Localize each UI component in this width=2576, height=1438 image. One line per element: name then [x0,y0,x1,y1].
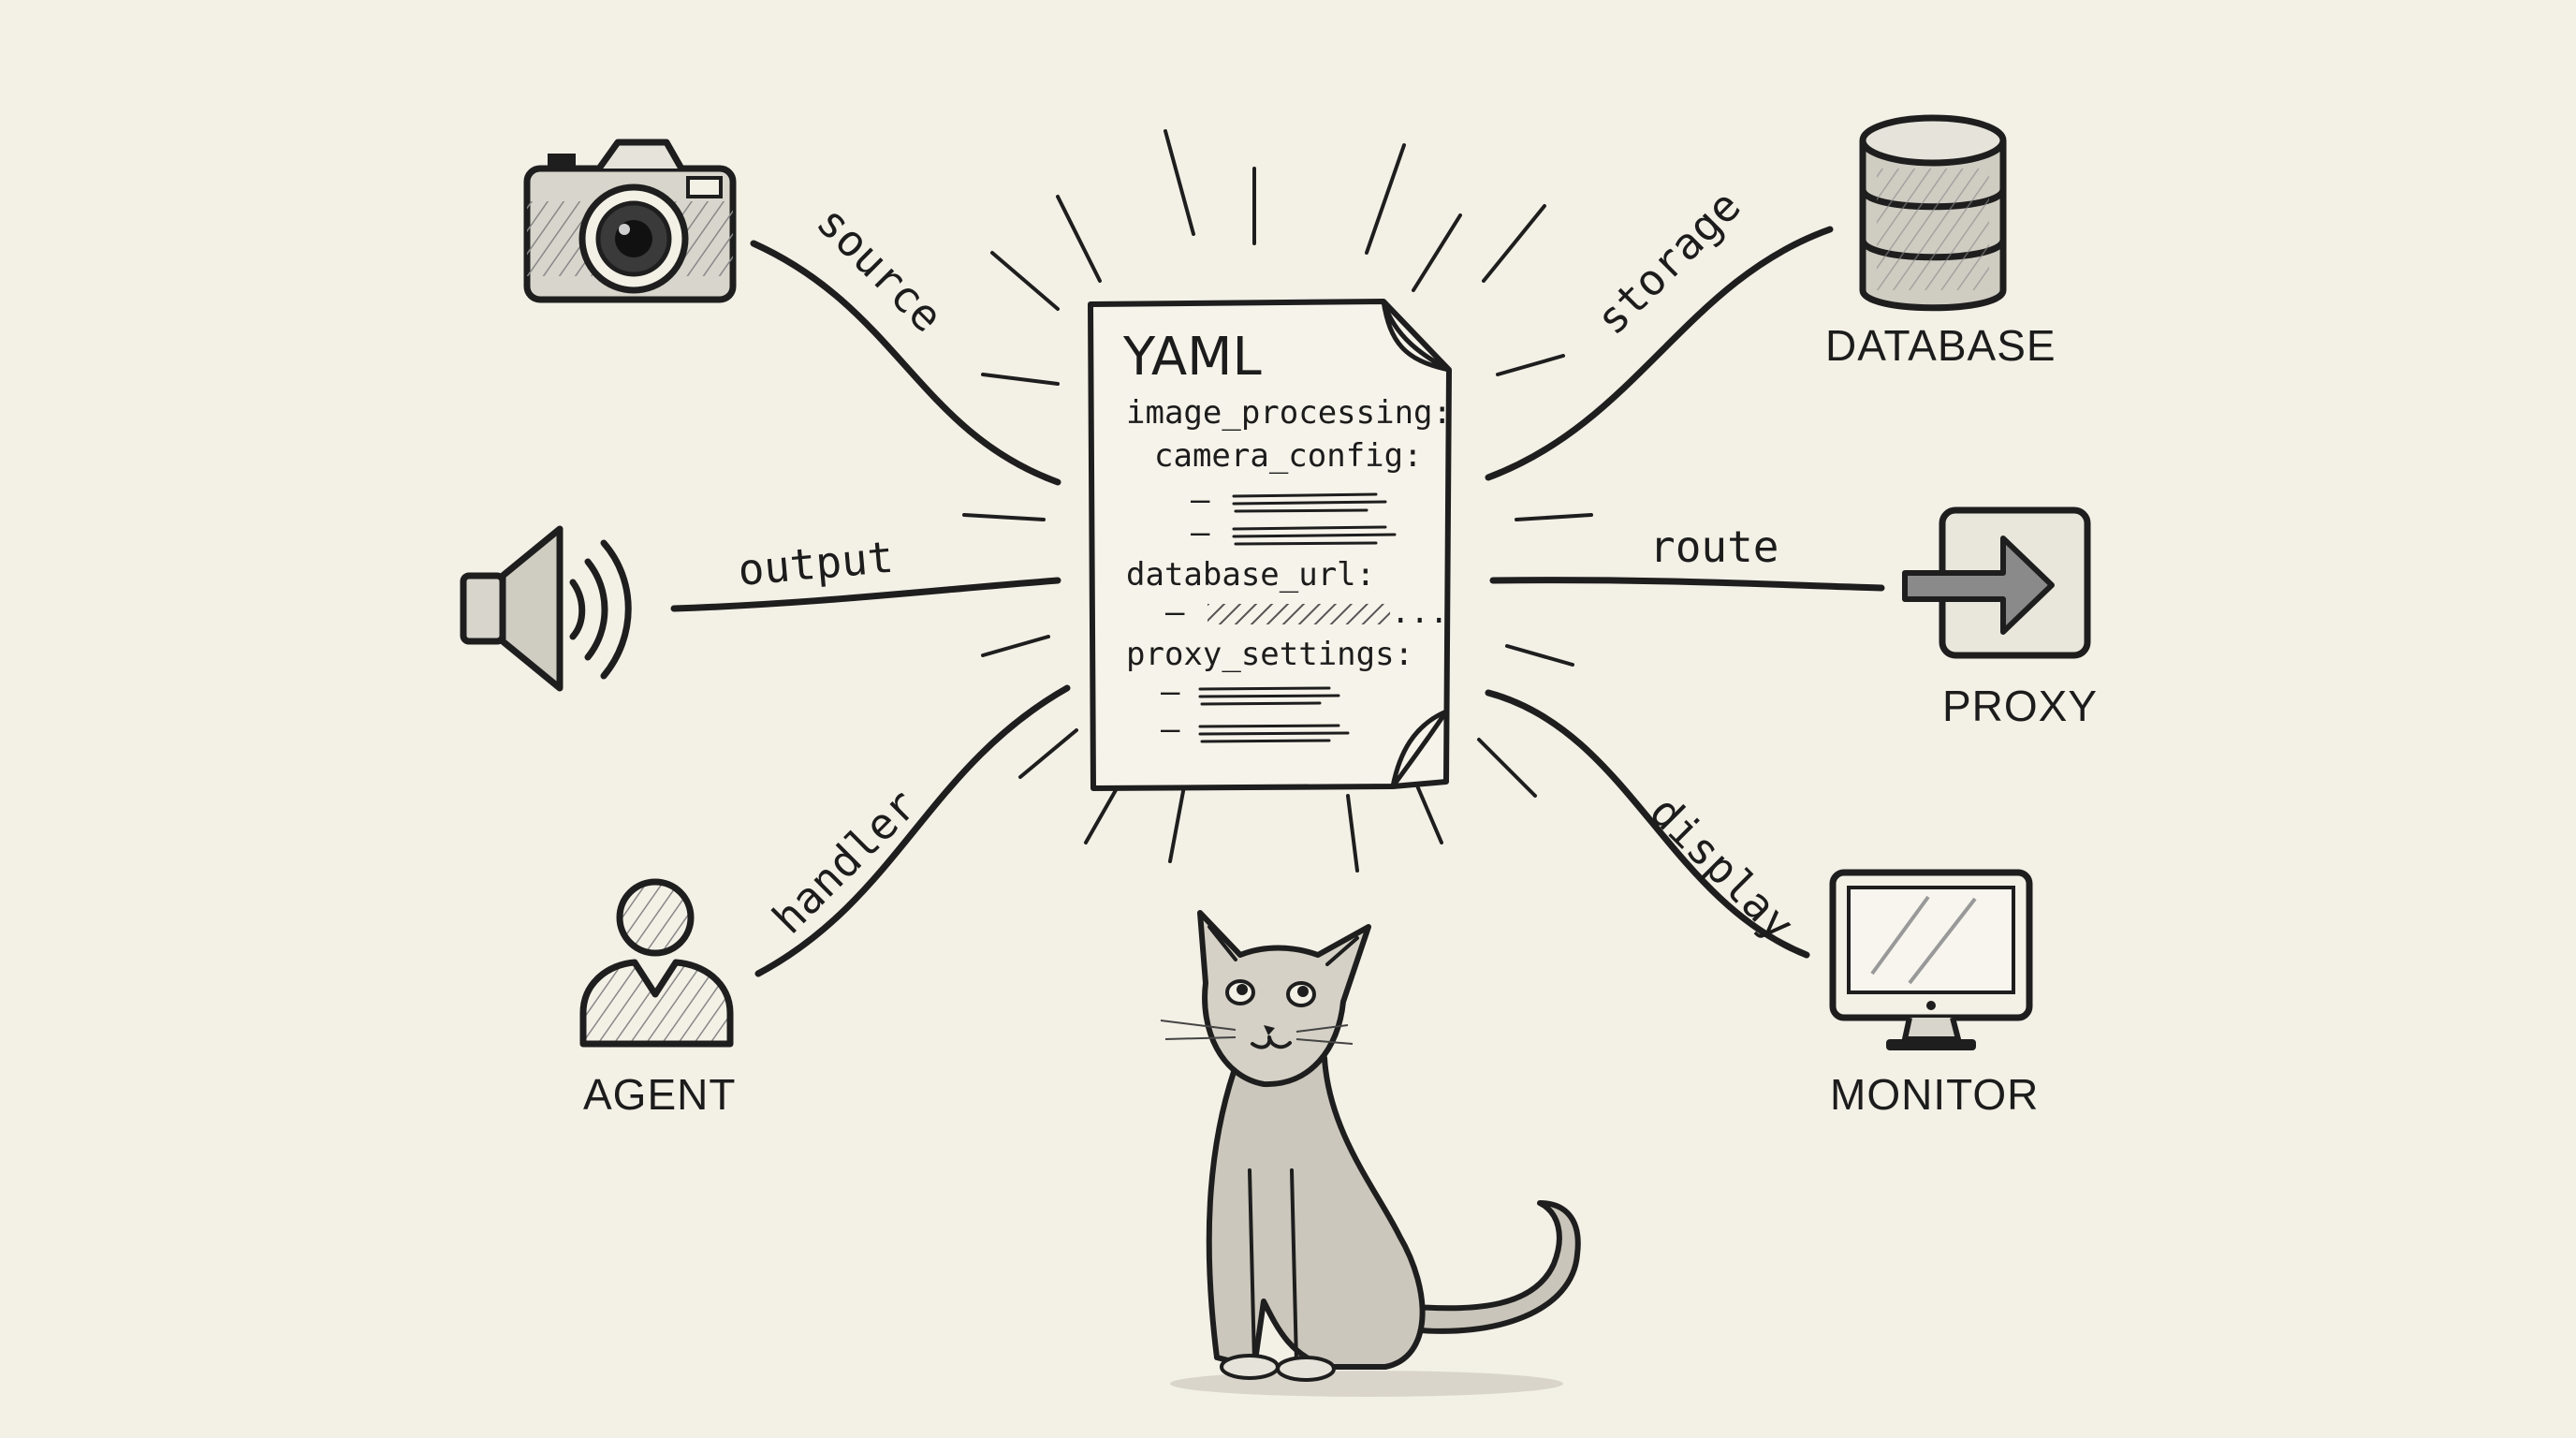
cat-icon [1160,910,1581,1397]
label-display: display [1640,786,1804,950]
camera-icon [523,139,737,303]
yaml-line-dash: – [1191,481,1210,519]
label-source: source [807,197,953,343]
database-label: DATABASE [1825,321,2056,370]
yaml-line-dash: – [1161,673,1180,711]
arrow-box-icon [1902,506,2091,659]
page-fold-bottom [1390,709,1449,789]
person-icon [579,878,734,1048]
monitor-label: MONITOR [1830,1070,2039,1119]
label-storage: storage [1587,181,1750,345]
connector-route [1489,577,1885,592]
yaml-line-ellipsis: ... [1391,594,1448,631]
burst-rays [962,129,1593,873]
label-route: route [1649,521,1778,572]
cat-body [1206,1055,1426,1370]
proxy-label: PROXY [1942,682,2098,730]
database-icon [1859,114,2007,312]
connector-storage [1485,226,1834,481]
yaml-line-proxy-settings: proxy_settings: [1126,636,1413,673]
connector-output [670,577,1061,612]
connector-lines [670,226,1885,977]
yaml-line-camera-config: camera_config: [1154,437,1423,475]
yaml-line-image-processing: image_processing: [1126,394,1452,432]
connector-source [750,240,1061,486]
speaker-icon [460,525,632,692]
connector-handler [754,684,1071,977]
cat-head [1197,910,1371,1088]
redacted-scribble [1208,604,1390,624]
yaml-line-dash: – [1161,711,1180,748]
document-title: YAML [1122,327,1262,388]
yaml-document: YAML image_processing: camera_config: – … [1088,299,1452,791]
yaml-line-dash: – [1191,514,1210,551]
monitor-icon [1829,869,2033,1050]
page-fold-top [1381,299,1452,373]
placeholder-scribble [1198,686,1340,706]
agent-label: AGENT [583,1070,736,1119]
placeholder-scribble [1198,724,1350,743]
label-handler: handler [763,780,927,944]
label-output: output [736,532,895,595]
yaml-line-dash: – [1165,594,1185,631]
placeholder-scribble [1232,525,1397,546]
placeholder-scribble [1232,492,1387,513]
yaml-line-database-url: database_url: [1126,556,1375,594]
connector-display [1485,689,1810,959]
cat-tail [1403,1200,1581,1334]
